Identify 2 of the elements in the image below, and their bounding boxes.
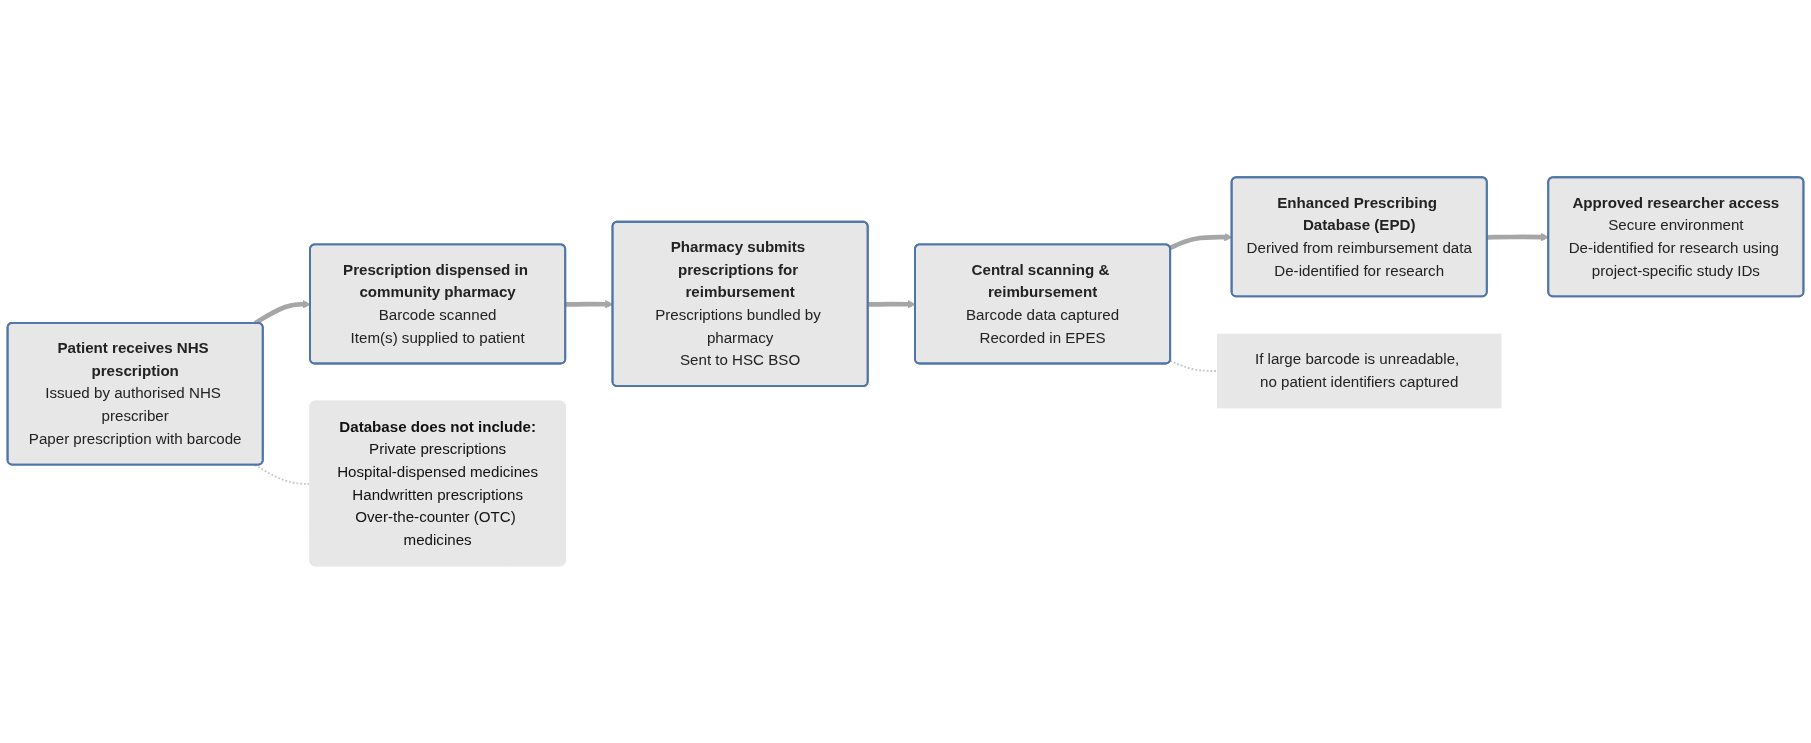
node-box: If large barcode is unreadable, no patient identifiers captured — [1216, 333, 1502, 409]
connector — [1169, 359, 1219, 372]
